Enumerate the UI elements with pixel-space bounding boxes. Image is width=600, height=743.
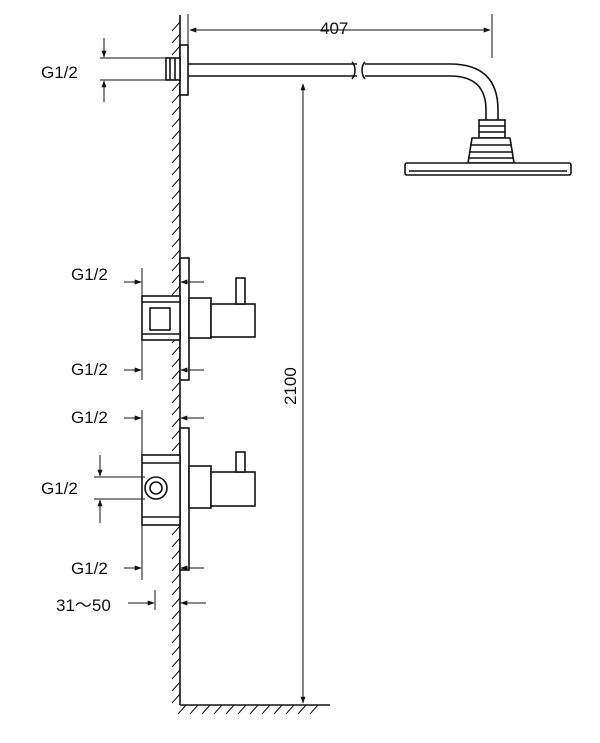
wall-hatch-line	[171, 681, 181, 692]
wall-hatch-line	[171, 417, 181, 428]
mixer-lever	[235, 451, 246, 473]
arm-inlet-thread-label: G1/2	[41, 63, 78, 82]
shower-arm	[165, 44, 506, 139]
wall-hatch-line	[171, 537, 181, 548]
floor-hatch-line	[201, 704, 211, 715]
wall-hatch-line	[171, 21, 181, 32]
mixer-top-thread-label: G1/2	[71, 408, 108, 427]
diverter-wall-plate	[179, 257, 190, 381]
wall-hatch-line	[171, 201, 181, 212]
mixer-handle-body	[210, 471, 256, 507]
wall-hatch-line	[171, 609, 181, 620]
arm-length-label: 407	[320, 19, 349, 38]
wall-hatch-line	[171, 621, 181, 632]
wall-hatch-line	[171, 189, 181, 200]
wall-hatch-line	[171, 213, 181, 224]
floor-hatch-line	[189, 704, 199, 715]
wall-hatch-line	[171, 645, 181, 656]
wall-hatch-line	[171, 45, 181, 56]
wall-hatch-line	[171, 141, 181, 152]
dimension-lines	[94, 14, 493, 704]
wall-hatch-line	[171, 633, 181, 644]
wall-hatch-line	[171, 261, 181, 272]
wall-hatch-line	[171, 405, 181, 416]
wall-hatch-line	[171, 693, 181, 704]
wall-hatch-line	[171, 345, 181, 356]
arm-wall-flange	[179, 44, 189, 96]
diverter-top-thread-label: G1/2	[71, 265, 108, 284]
shower-head	[404, 137, 572, 176]
wall-hatch-line	[171, 273, 181, 284]
wall-hatch-line	[171, 369, 181, 380]
floor-hatch-line	[285, 704, 295, 715]
wall-hatch-line	[171, 597, 181, 608]
wall-hatch-line	[171, 585, 181, 596]
diverter-valve	[141, 257, 256, 381]
arm-inlet-connector	[165, 57, 181, 81]
wall-hatch-line	[171, 153, 181, 164]
wall-hatch-line	[171, 525, 181, 536]
wall-hatch-line	[171, 129, 181, 140]
mount-height-label: 2100	[281, 367, 300, 405]
wall-hatch-line	[171, 357, 181, 368]
wall	[171, 15, 181, 705]
mixer-bottom-thread-label: G1/2	[71, 559, 108, 578]
wall-hatch-line	[171, 441, 181, 452]
arm-nut	[478, 119, 506, 139]
floor-hatch-line	[261, 704, 271, 715]
wall-hatch-line	[171, 669, 181, 680]
wall-hatch-line	[171, 33, 181, 44]
wall-hatch-line	[171, 393, 181, 404]
wall-hatch-line	[171, 249, 181, 260]
wall-hatch-line	[171, 561, 181, 572]
wall-hatch-line	[171, 657, 181, 668]
wall-hatch-line	[171, 117, 181, 128]
floor-hatch-line	[309, 704, 319, 715]
floor-hatch-line	[213, 704, 223, 715]
wall-hatch-line	[171, 165, 181, 176]
wall-hatch-line	[171, 225, 181, 236]
shower-head-ball-joint	[467, 137, 515, 164]
mixer-side-thread-label: G1/2	[41, 479, 78, 498]
floor-hatch-line	[237, 704, 247, 715]
floor	[177, 704, 330, 715]
diverter-housing	[188, 297, 212, 339]
wall-hatch-line	[171, 237, 181, 248]
wall-hatch-line	[171, 105, 181, 116]
wall-hatch-line	[171, 285, 181, 296]
wall-hatch-line	[171, 93, 181, 104]
wall-hatch-line	[171, 549, 181, 560]
wall-hatch-line	[171, 177, 181, 188]
wall-offset-label: 31～50	[56, 596, 111, 615]
floor-hatch-line	[225, 704, 235, 715]
mixer-wall-plate	[179, 427, 190, 571]
diverter-bottom-thread-label: G1/2	[71, 360, 108, 379]
diverter-handle-body	[210, 303, 256, 338]
shower-head-plate	[404, 162, 572, 176]
wall-hatch-line	[171, 429, 181, 440]
diverter-lever	[235, 277, 246, 305]
floor-hatch-line	[297, 704, 307, 715]
mixer-valve	[141, 427, 256, 571]
wall-hatch-line	[171, 81, 181, 92]
mixer-housing	[188, 465, 212, 509]
floor-hatch-line	[177, 704, 187, 715]
floor-hatch-line	[249, 704, 259, 715]
wall-hatch-line	[171, 573, 181, 584]
wall-hatch-line	[171, 381, 181, 392]
floor-hatch-line	[273, 704, 283, 715]
